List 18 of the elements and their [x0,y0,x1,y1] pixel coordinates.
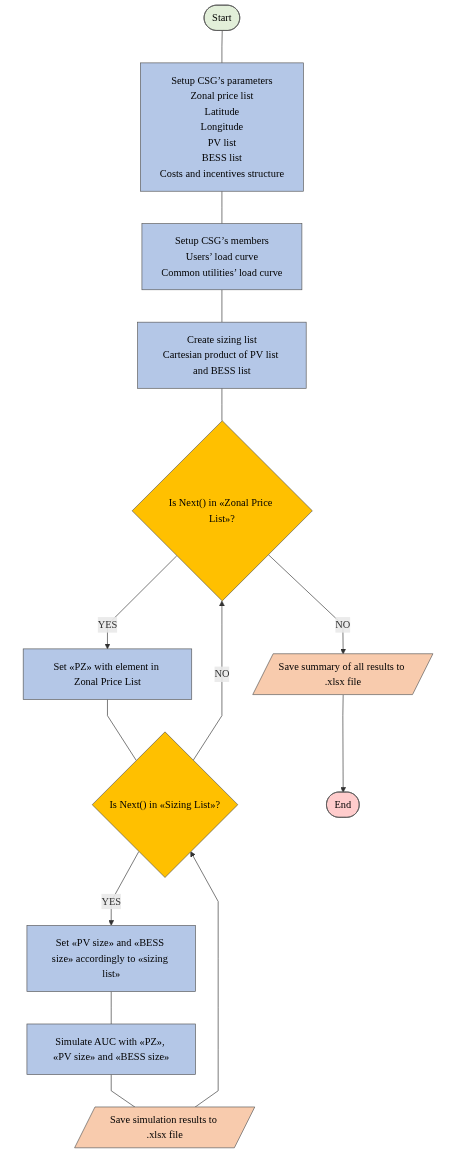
connector [107,699,137,761]
node-box: Set «PZ» with element in Zonal Price List [22,648,192,700]
connector [221,190,223,224]
edge-label: YES [97,619,118,631]
connector [110,1074,136,1108]
connector [110,991,112,1025]
connector [221,387,223,422]
node-diamond: Is Next() in «Zonal Price List»? [131,420,313,602]
node-diamond: Is Next() in «Sizing List»? [91,731,239,878]
node-box: Simulate AUC with «PZ», «PV size» and «BESS size» [26,1023,196,1075]
connector [221,30,223,64]
edge-label: NO [335,619,351,631]
node-box: Create sizing list Cartesian product of PV list and BESS list [137,321,307,389]
node-box: Setup CSG’s members Users’ load curve Common utilities’ load curve [141,223,303,291]
node-box: Setup CSG’s parameters Zonal price list Latitude Longitude PV list BESS list Costs and incentives structure [140,62,304,192]
edge-label: YES [101,895,121,907]
node-box: Set «PV size» and «BESS size» accordingly to «sizing list» [26,925,196,992]
edge-label: NO [214,668,230,680]
